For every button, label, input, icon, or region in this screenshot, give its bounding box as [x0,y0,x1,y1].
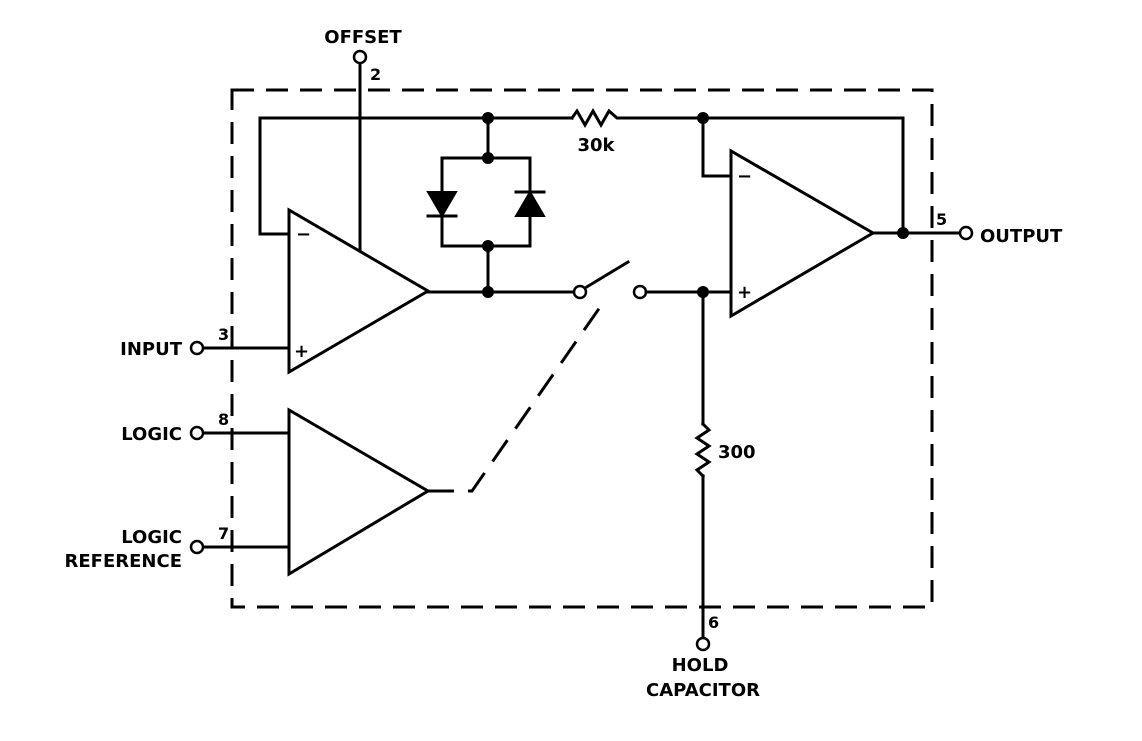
switch-left-terminal [572,284,588,300]
junction-dot [482,152,494,164]
output-label: OUTPUT [980,226,1063,247]
hold-capacitor-label-line1: HOLD [672,655,729,676]
diode-right-icon [514,190,546,217]
input-terminal [189,340,205,356]
output-opamp-plus-sign: + [737,282,752,303]
logic-reference-label-line1: LOGIC [121,527,182,548]
series-resistor-300 [694,421,712,479]
a1-feedback-wire [258,116,574,236]
offset-pin-number: 2 [370,65,381,84]
input-label: INPUT [120,339,183,360]
offset-label: OFFSET [324,27,402,48]
logic-comparator [287,407,431,577]
offset-terminal [352,49,368,65]
junction-dot [482,112,494,124]
logic-pin-number: 8 [218,410,229,429]
logic-label: LOGIC [121,424,182,445]
switch-blade [582,259,631,291]
output-pin-number: 5 [936,210,947,229]
diode-left-icon [426,191,458,218]
junction-dot [697,286,709,298]
junction-dot [697,112,709,124]
feedback-resistor-value: 30k [577,135,615,156]
logic-reference-label-line2: REFERENCE [65,551,182,572]
output-opamp [729,148,876,319]
hold-capacitor-pin-number: 6 [708,613,719,632]
switch-right-terminal [632,284,648,300]
output-terminal [958,225,974,241]
logic-reference-terminal [189,539,205,555]
a2-inverting-input-wire [701,116,733,178]
junction-dot [897,227,909,239]
junction-dot [482,240,494,252]
junction-dot [482,286,494,298]
feedback-resistor-30k [569,107,622,129]
hold-capacitor-label-line2: CAPACITOR [646,680,760,701]
output-opamp-minus-sign: − [737,166,752,187]
input-pin-number: 3 [218,325,229,344]
input-opamp-plus-sign: + [294,341,309,362]
logic-terminal [189,425,205,441]
series-resistor-value: 300 [718,442,756,463]
hold-capacitor-terminal [695,636,711,652]
logic-reference-pin-number: 7 [218,524,229,543]
input-opamp-minus-sign: − [296,224,311,245]
switch-control-link [428,299,607,493]
package-outline [230,88,934,609]
